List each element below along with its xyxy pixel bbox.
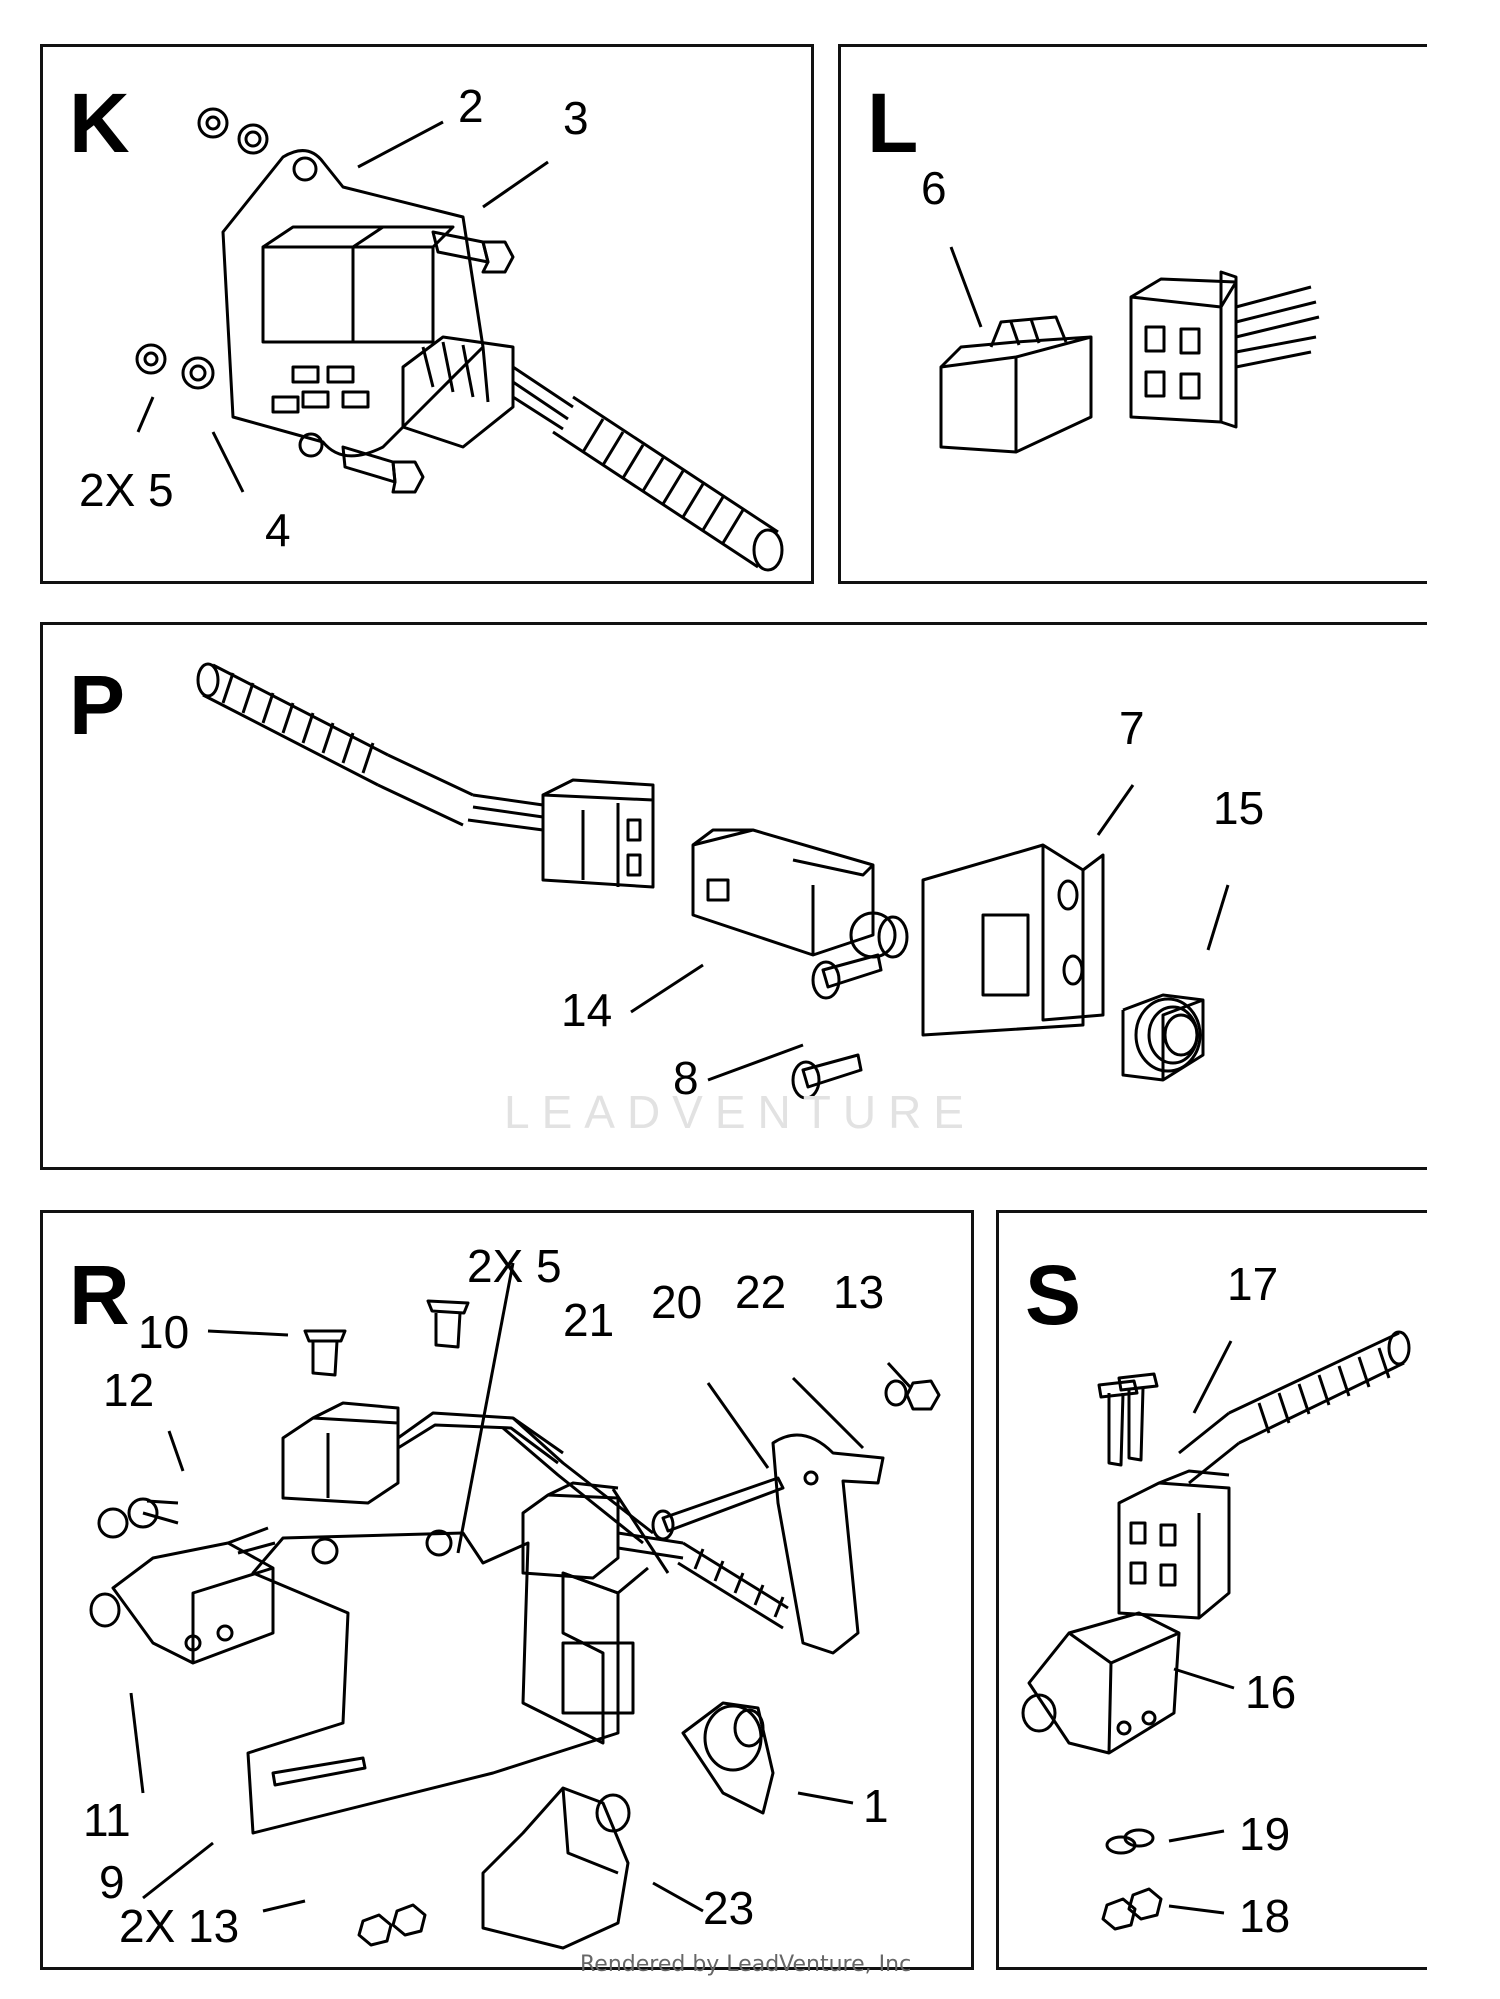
panel-letter-p: P [69,658,126,752]
callout-p-8: 8 [673,1052,699,1104]
callout-k-2: 2 [458,80,484,132]
panel-p: P [40,622,1427,1170]
callout-r-10: 10 [138,1306,190,1358]
callout-k-4: 4 [265,504,291,556]
callout-s-16: 16 [1245,1666,1297,1718]
callout-r-22: 22 [735,1266,787,1318]
callout-s-18: 18 [1239,1890,1291,1942]
panel-k: K [40,44,814,584]
panel-l: L 6 [838,44,1427,584]
callout-s-17: 17 [1227,1258,1279,1310]
callout-r-1: 1 [863,1780,889,1832]
callout-r-11: 11 [83,1794,131,1846]
callout-r-21: 21 [563,1294,615,1346]
brake-switch-assembly-illustration [89,1262,941,1950]
panel-letter-l: L [867,76,919,170]
callout-k-3: 3 [563,92,589,144]
callout-r-20: 20 [651,1276,703,1328]
callout-r-23: 23 [703,1882,755,1934]
callout-p-15: 15 [1213,782,1265,834]
callout-p-14: 14 [561,984,613,1036]
callout-l-6: 6 [921,162,947,214]
callout-r-12: 12 [103,1364,155,1416]
panel-letter-s: S [1025,1248,1082,1342]
panel-r: R [40,1210,974,1970]
relay-assembly-illustration [135,107,784,572]
credit-text: Rendered by LeadVenture, Inc [580,1952,912,1977]
switch-kit-illustration [1021,1330,1411,1931]
callout-k-2x5: 2X 5 [79,464,174,516]
panel-letter-k: K [69,76,130,170]
callout-r-2x13: 2X 13 [119,1900,240,1952]
panel-letter-r: R [69,1248,130,1342]
panel-s: S [996,1210,1427,1970]
callout-r-9: 9 [99,1856,125,1908]
callout-r-2x5: 2X 5 [467,1240,562,1292]
callout-p-7: 7 [1119,702,1145,754]
connector-illustration [939,246,1320,454]
switch-assembly-illustration [196,662,1230,1100]
callout-s-19: 19 [1239,1808,1291,1860]
watermark: LEADVENTURE [504,1086,976,1138]
callout-r-13: 13 [833,1266,885,1318]
